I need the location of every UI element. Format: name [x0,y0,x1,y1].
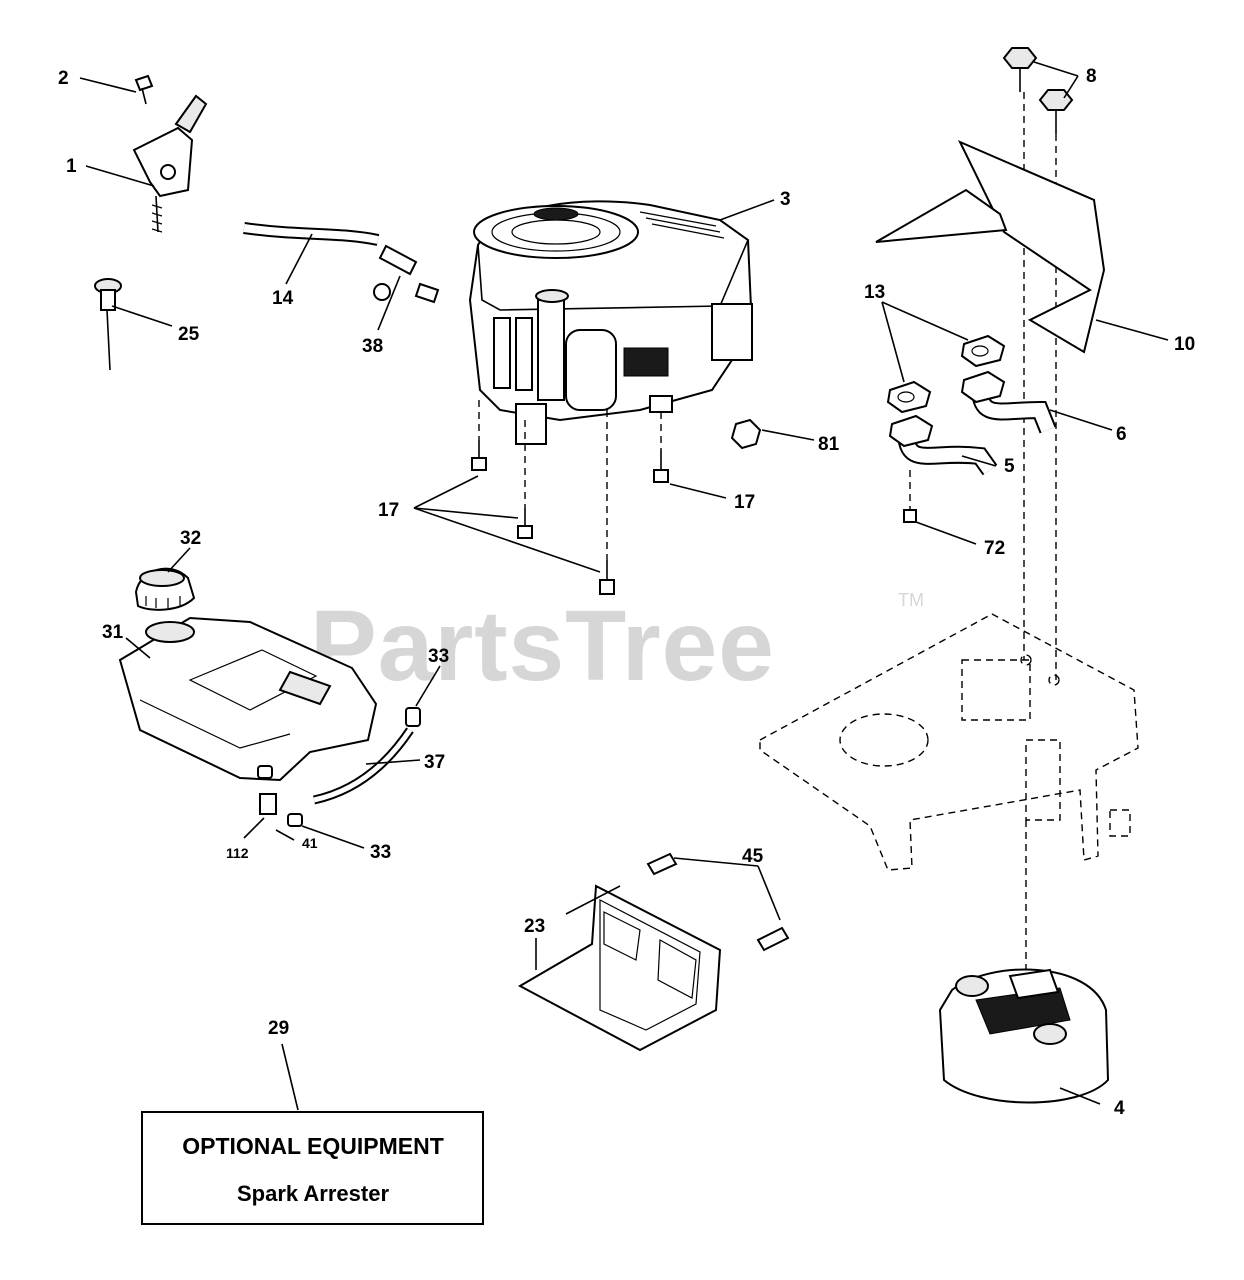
callout-2: 2 [58,68,69,89]
callouts: 2 1 25 14 38 3 81 17 17 8 10 13 6 5 72 3… [58,66,1195,1119]
callout-32: 32 [180,528,201,549]
callout-38: 38 [362,336,383,357]
callout-17: 17 [734,492,755,513]
exhaust-pipes-part [886,334,1057,523]
skid-plate-part [517,852,790,1052]
callout-41: 41 [302,835,318,851]
engine-part [468,200,754,445]
callout-112: 112 [226,845,249,861]
engine-bolts-part [471,400,669,595]
optional-equipment-box: OPTIONAL EQUIPMENT Spark Arrester [141,1111,484,1225]
frame-plate-part [759,613,1139,871]
callout-4: 4 [1114,1098,1125,1119]
fuel-tank-part [118,616,378,782]
callout-6: 6 [1116,424,1127,445]
dipstick-part [94,278,122,371]
callout-45: 45 [742,846,764,867]
callout-81: 81 [818,434,840,455]
muffler-part [938,820,1110,1104]
callout-33: 33 [370,842,391,863]
watermark-text: PartsTree [310,590,775,702]
callout-33: 33 [428,646,449,667]
optional-equipment-item: Spark Arrester [237,1181,389,1206]
callout-31: 31 [102,622,124,643]
callout-14: 14 [272,288,294,309]
nut-part [730,418,762,450]
leader-lines [79,61,1169,1111]
callout-72: 72 [984,538,1005,559]
callout-25: 25 [178,324,200,345]
fuel-cap-part [134,567,196,611]
callout-13: 13 [864,282,885,303]
callout-10: 10 [1174,334,1195,355]
fuel-line-part [243,222,440,304]
callout-23: 23 [524,916,545,937]
watermark-trademark: TM [898,590,924,610]
fuel-hose-part [257,707,421,827]
callout-29: 29 [268,1018,289,1039]
callout-1: 1 [66,156,77,177]
callout-17: 17 [378,500,399,521]
callout-3: 3 [780,189,791,210]
callout-8: 8 [1086,66,1097,87]
callout-37: 37 [424,752,445,773]
heat-shield-part [875,140,1106,354]
callout-5: 5 [1004,456,1015,477]
optional-equipment-title: OPTIONAL EQUIPMENT [182,1133,444,1159]
throttle-control-part [132,74,208,233]
shield-bolts-part [1002,47,1074,680]
